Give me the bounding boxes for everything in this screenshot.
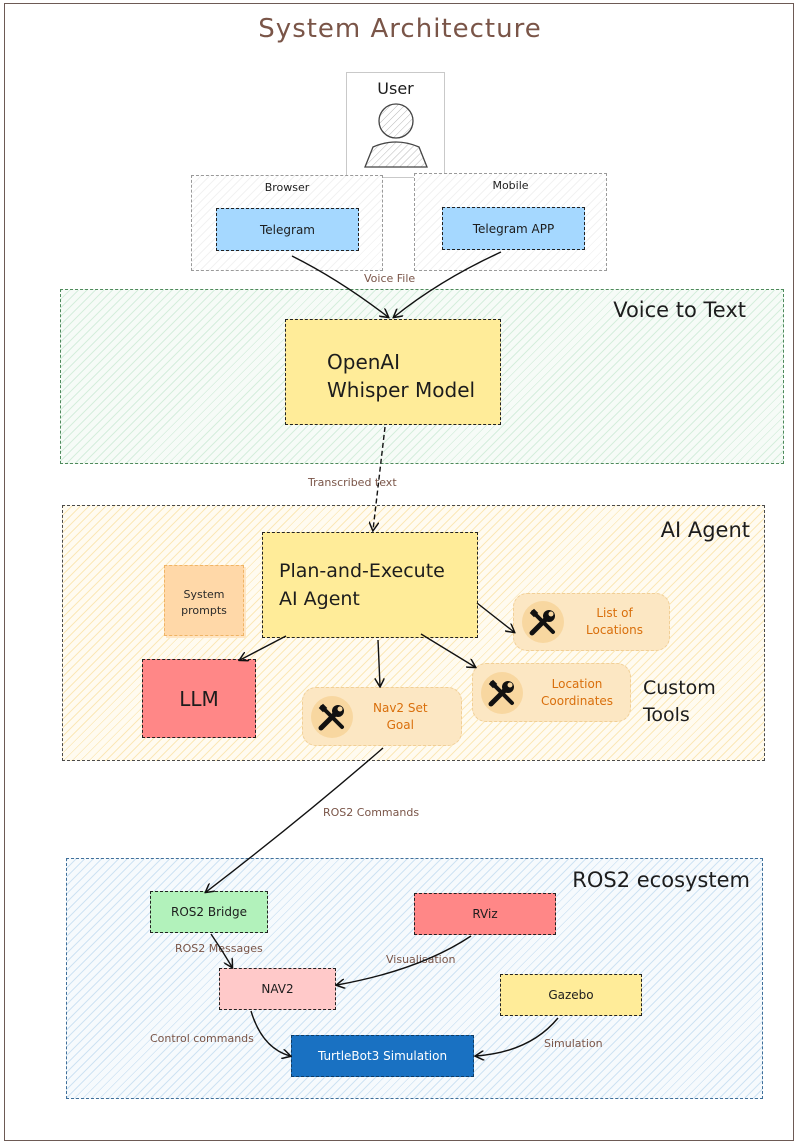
arrow-whisper-to-agent bbox=[373, 426, 386, 530]
tool-nav2-line1: Nav2 Set bbox=[373, 700, 428, 715]
arrow-agent-to-llm bbox=[240, 635, 287, 660]
edge-label-voice-file: Voice File bbox=[364, 272, 416, 285]
system-prompts-note[interactable]: System prompts bbox=[164, 565, 244, 636]
tool-list-line2: Locations bbox=[586, 623, 644, 637]
tool-location-coordinates[interactable]: Location Coordinates bbox=[472, 663, 631, 722]
nav2-node[interactable]: NAV2 bbox=[219, 968, 336, 1010]
arrow-telegramapp-to-whisper bbox=[394, 251, 502, 317]
page-frame bbox=[4, 3, 794, 1141]
page-title: System Architecture bbox=[258, 14, 542, 44]
edge-label-transcribed-text: Transcribed text bbox=[308, 476, 397, 489]
arrow-agent-to-list bbox=[476, 602, 514, 632]
arrow-gazebo-to-turtlebot bbox=[476, 1017, 559, 1056]
edge-label-ros2-messages: ROS2 Messages bbox=[175, 942, 263, 955]
arrow-agent-to-coords bbox=[420, 633, 475, 667]
tool-nav2-label: Nav2 Set Goal bbox=[373, 700, 428, 734]
tool-coords-line1: Location bbox=[551, 676, 603, 691]
user-label: User bbox=[377, 79, 414, 98]
ai-agent-label: AI Agent bbox=[660, 518, 750, 542]
agent-line2: AI Agent bbox=[279, 588, 360, 610]
telegram-app-node[interactable]: Telegram APP bbox=[442, 207, 585, 250]
wrench-screwdriver-icon bbox=[522, 601, 564, 643]
mobile-label: Mobile bbox=[492, 179, 529, 192]
gazebo-node[interactable]: Gazebo bbox=[500, 974, 642, 1016]
ros2-ecosystem-label: ROS2 ecosystem bbox=[572, 868, 750, 892]
agent-line1: Plan-and-Execute bbox=[279, 560, 445, 582]
arrow-rviz-to-nav2 bbox=[337, 935, 472, 985]
tool-list-of-locations[interactable]: List of Locations bbox=[513, 593, 670, 651]
system-prompts-line1: System bbox=[183, 588, 225, 601]
tool-coords-line2: Coordinates bbox=[541, 693, 614, 708]
tool-location-coordinates-label: Location Coordinates bbox=[541, 676, 613, 710]
edge-label-simulation: Simulation bbox=[544, 1037, 603, 1050]
arrow-agent-to-nav2tool bbox=[378, 639, 380, 686]
telegram-browser-node[interactable]: Telegram bbox=[216, 208, 359, 251]
system-prompts-line2: prompts bbox=[181, 604, 227, 617]
browser-label: Browser bbox=[264, 181, 310, 194]
turtlebot-sim-node[interactable]: TurtleBot3 Simulation bbox=[291, 1035, 474, 1077]
whisper-model-line1: OpenAI bbox=[327, 350, 400, 374]
user-icon bbox=[364, 103, 428, 168]
ros2-bridge-node[interactable]: ROS2 Bridge bbox=[150, 891, 268, 933]
wrench-screwdriver-icon bbox=[311, 695, 353, 738]
custom-tools-line1: Custom bbox=[643, 677, 716, 699]
arrow-telegram-to-whisper bbox=[291, 255, 388, 317]
arrow-bridge-to-nav2 bbox=[210, 933, 232, 967]
tool-list-of-locations-label: List of Locations bbox=[586, 605, 643, 639]
edge-label-control-commands: Control commands bbox=[150, 1032, 254, 1045]
arrow-nav2tool-to-bridge bbox=[206, 747, 384, 892]
custom-tools-label: Custom Tools bbox=[643, 675, 716, 729]
tool-nav2-line2: Goal bbox=[386, 717, 414, 732]
rviz-node[interactable]: RViz bbox=[414, 893, 556, 935]
custom-tools-line2: Tools bbox=[643, 704, 690, 726]
edge-label-visualisation: Visualisation bbox=[386, 953, 456, 966]
llm-node[interactable]: LLM bbox=[142, 659, 256, 738]
tool-nav2-set-goal[interactable]: Nav2 Set Goal bbox=[302, 687, 462, 746]
wrench-screwdriver-icon bbox=[481, 671, 523, 714]
arrow-nav2-to-turtlebot bbox=[250, 1010, 290, 1056]
tool-list-line1: List of bbox=[596, 606, 633, 620]
whisper-model-node[interactable]: OpenAI Whisper Model bbox=[285, 319, 501, 425]
user-node[interactable]: User bbox=[346, 72, 445, 178]
edge-label-ros2-commands: ROS2 Commands bbox=[323, 806, 420, 819]
whisper-model-line2: Whisper Model bbox=[327, 378, 476, 402]
voice-to-text-label: Voice to Text bbox=[613, 298, 746, 322]
